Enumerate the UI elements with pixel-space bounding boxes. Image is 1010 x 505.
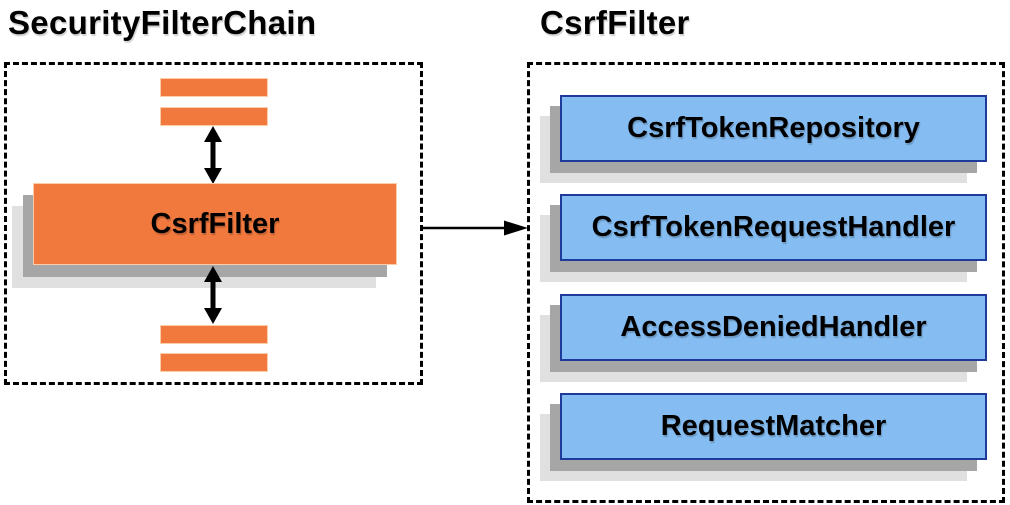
csrf-filter-box-label: CsrfFilter bbox=[150, 207, 280, 240]
csrf-filter-box: CsrfFilter bbox=[33, 183, 397, 265]
component-label: AccessDeniedHandler bbox=[620, 311, 927, 343]
filter-placeholder-bar bbox=[160, 78, 268, 97]
component-label: CsrfTokenRequestHandler bbox=[591, 211, 956, 243]
bidirectional-arrow-icon bbox=[204, 266, 222, 324]
bidirectional-arrow-icon bbox=[204, 126, 222, 184]
csrf-filter-panel bbox=[527, 62, 1005, 503]
component-box-request-matcher: RequestMatcher bbox=[560, 393, 987, 460]
component-box-access-denied-handler: AccessDeniedHandler bbox=[560, 294, 987, 361]
csrf-filter-title: CsrfFilter bbox=[540, 4, 690, 41]
flow-arrow-icon bbox=[422, 220, 528, 236]
component-box-csrf-token-request-handler: CsrfTokenRequestHandler bbox=[560, 194, 987, 261]
component-box-csrf-token-repository: CsrfTokenRepository bbox=[560, 95, 987, 162]
component-label: RequestMatcher bbox=[660, 410, 887, 442]
security-filter-chain-panel bbox=[4, 62, 423, 385]
filter-placeholder-bar bbox=[160, 325, 268, 344]
security-filter-chain-title: SecurityFilterChain bbox=[8, 4, 317, 41]
filter-placeholder-bar bbox=[160, 107, 268, 126]
filter-placeholder-bar bbox=[160, 353, 268, 372]
component-label: CsrfTokenRepository bbox=[627, 112, 920, 144]
